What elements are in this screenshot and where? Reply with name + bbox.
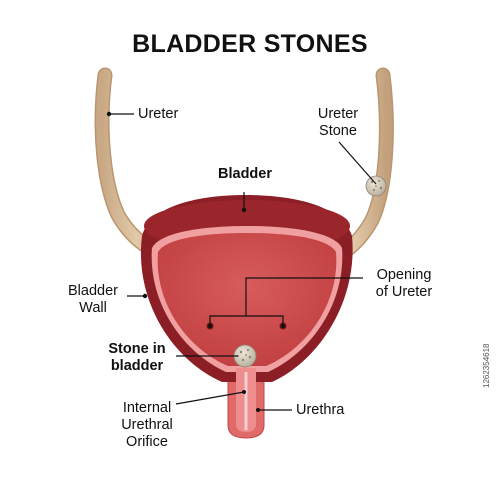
bladder-wall-label-line2: Wall <box>79 300 107 316</box>
ureter-stone-texture <box>370 180 383 192</box>
internal-urethral-orifice-label: Internal Urethral Orifice <box>110 400 184 451</box>
leader-dots <box>106 111 285 412</box>
stone-in-bladder-label-line2: bladder <box>110 358 164 374</box>
internal-urethral-orifice-label-line1: Internal <box>122 400 172 416</box>
ureter-label: Ureter <box>138 106 179 122</box>
internal-urethral-orifice-label-line3: Orifice <box>126 434 168 450</box>
stone-in-bladder-label-line1: Stone in <box>108 341 166 357</box>
stone-in-bladder-label: Stone in bladder <box>96 341 178 375</box>
bladder-wall-label: Bladder Wall <box>58 283 128 317</box>
ureter-stone-label: Ureter Stone <box>300 106 376 140</box>
opening-of-ureter-label-line2: of Ureter <box>375 284 433 300</box>
leader-lines <box>109 113 377 411</box>
bladder-inner <box>157 233 337 366</box>
internal-urethral-orifice-label-line2: Urethral <box>121 417 173 433</box>
bladder-wall-label-line1: Bladder <box>68 283 118 299</box>
opening-of-ureter-label-line1: Opening <box>376 267 432 283</box>
bladder-label: Bladder <box>218 166 272 182</box>
opening-of-ureter-label: Opening of Ureter <box>366 267 442 301</box>
ureter-stone-label-line2: Stone <box>319 123 357 139</box>
stock-id-text: 1262354618 <box>482 343 491 389</box>
diagram-title: BLADDER STONES <box>132 30 368 58</box>
urethra-label: Urethra <box>296 402 345 418</box>
ureter-stone-label-line1: Ureter <box>317 106 359 122</box>
